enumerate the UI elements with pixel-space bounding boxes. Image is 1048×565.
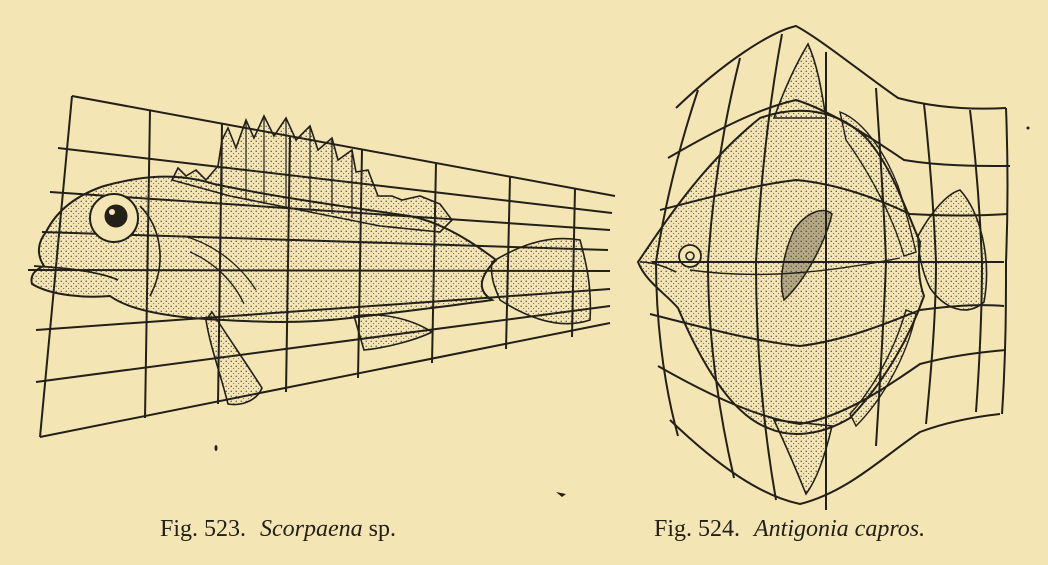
antigonia-figure <box>638 26 1010 510</box>
species-name: Antigonia capros. <box>754 516 925 542</box>
figure-number: Fig. 524. <box>654 516 740 542</box>
figure-caption-524: Fig. 524. Antigonia capros. <box>654 516 925 543</box>
figure-caption-523: Fig. 523. Scorpaena sp. <box>160 516 396 543</box>
scorpaena-figure <box>28 96 615 437</box>
figure-number: Fig. 523. <box>160 516 246 542</box>
species-suffix: sp. <box>363 516 396 542</box>
antigonia-tail-fin <box>918 190 987 310</box>
antigonia-eye-ring <box>679 245 701 267</box>
species-name: Scorpaena <box>260 516 363 542</box>
scorpaena-pelvic-fin <box>206 312 262 404</box>
scorpaena-anal-fin <box>354 315 432 350</box>
antigonia-dorsal-spine-fin <box>774 44 826 118</box>
scorpaena-eye <box>105 205 127 227</box>
